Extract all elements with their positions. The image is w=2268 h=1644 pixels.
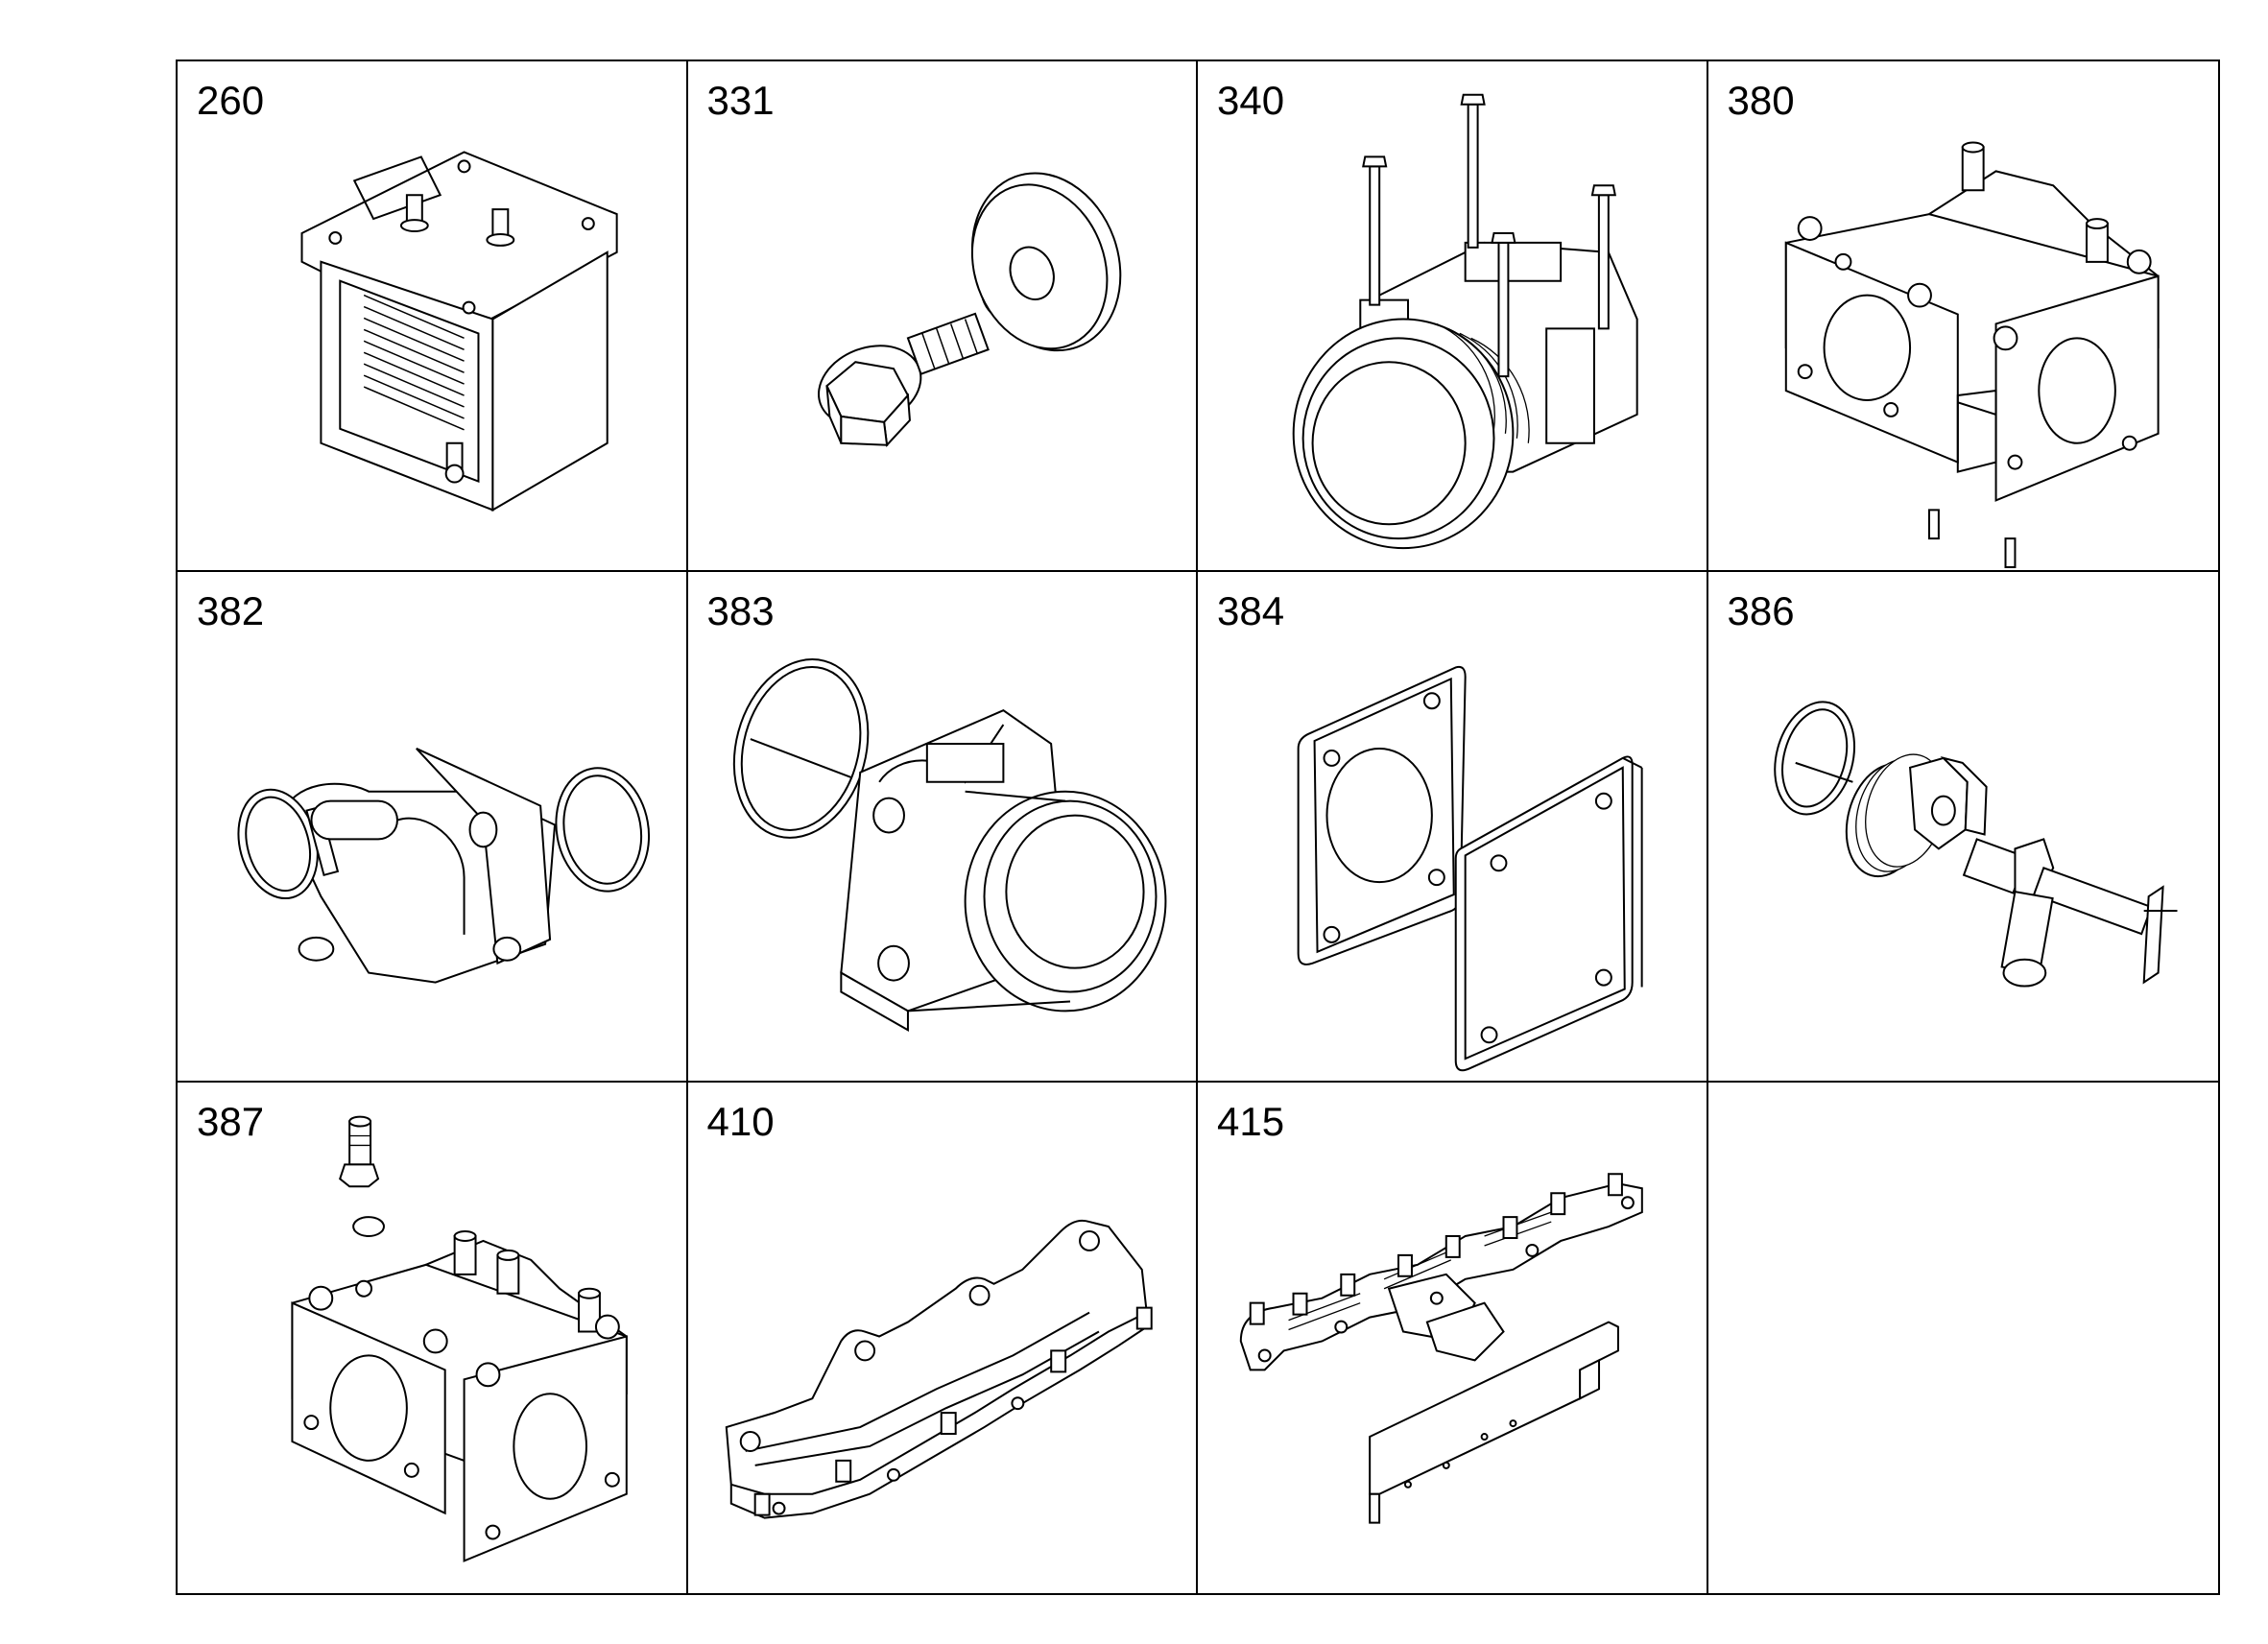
empty-cell — [1708, 1083, 2219, 1593]
parts-grid: 260 331 — [176, 60, 2220, 1595]
gasket-and-cover-plate-icon — [1198, 572, 1707, 1081]
housing-with-fitting-icon — [178, 1083, 686, 1593]
part-number: 383 — [706, 588, 775, 633]
oil-cooler-icon — [178, 61, 686, 570]
part-cell-387[interactable]: 387 — [178, 1083, 688, 1593]
exhaust-manifold-assembly-icon — [1198, 1083, 1707, 1593]
part-number: 331 — [706, 78, 775, 123]
part-number: 386 — [1727, 588, 1795, 633]
part-cell-384[interactable]: 384 — [1198, 572, 1708, 1083]
part-cell-386[interactable]: 386 — [1707, 572, 2219, 1083]
part-cell-331[interactable]: 331 — [687, 61, 1198, 572]
part-cell-260[interactable]: 260 — [178, 61, 688, 572]
part-number: 340 — [1217, 78, 1285, 123]
ac-compressor-icon — [1198, 61, 1707, 570]
part-cell-340[interactable]: 340 — [1198, 61, 1708, 572]
part-number: 260 — [197, 78, 265, 123]
part-number: 410 — [706, 1099, 775, 1144]
part-cell-383[interactable]: 383 — [687, 572, 1198, 1083]
coolant-elbow-with-oring-icon — [178, 572, 686, 1081]
part-number: 384 — [1217, 588, 1285, 633]
part-cell-410[interactable]: 410 — [688, 1083, 1198, 1593]
part-cell-380[interactable]: 380 — [1707, 61, 2219, 572]
water-outlet-with-oring-icon — [688, 572, 1197, 1081]
part-number: 382 — [197, 588, 265, 633]
bolt-and-washer-icon — [688, 61, 1197, 570]
drain-plug-and-valve-icon — [1708, 572, 2219, 1081]
exhaust-manifold-icon — [688, 1083, 1197, 1593]
part-cell-382[interactable]: 382 — [178, 572, 688, 1083]
part-number: 387 — [197, 1099, 265, 1144]
part-number: 380 — [1727, 78, 1795, 123]
thermostat-housing-icon — [1708, 61, 2219, 570]
part-cell-415[interactable]: 415 — [1198, 1083, 1708, 1593]
part-number: 415 — [1217, 1099, 1285, 1144]
